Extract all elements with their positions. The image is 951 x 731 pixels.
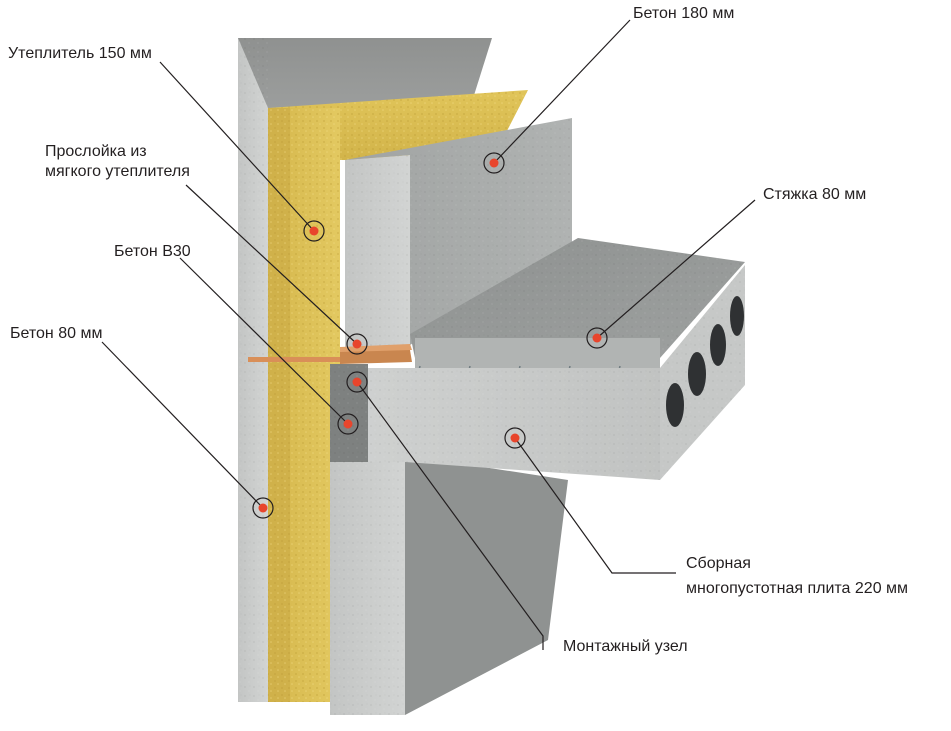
marker-mounting-node xyxy=(346,371,368,393)
marker-concrete-180 xyxy=(483,152,505,174)
outer-concrete-wall xyxy=(238,38,492,702)
screed-layer xyxy=(410,238,745,368)
label-insulation: Утеплитель 150 мм xyxy=(8,45,152,62)
inner-concrete-wall-180 xyxy=(345,118,572,352)
mounting-node-concrete xyxy=(330,364,368,462)
marker-insulation xyxy=(303,220,325,242)
leader-concrete-b30 xyxy=(179,257,349,425)
leader-concrete-80 xyxy=(101,341,264,509)
leader-concrete-180 xyxy=(493,19,631,164)
text-labels: Утеплитель 150 мм Прослойка из мягкого у… xyxy=(8,5,908,655)
label-screed: Стяжка 80 мм xyxy=(763,186,866,203)
label-slab-line1: Сборная xyxy=(686,555,751,572)
label-soft-layer-line1: Прослойка из xyxy=(45,143,147,160)
callout-markers xyxy=(252,152,608,519)
inner-wall-lower xyxy=(330,455,568,715)
leader-slab xyxy=(514,437,676,574)
leader-lines xyxy=(101,19,756,650)
leader-soft-layer xyxy=(185,184,358,345)
label-mounting-node: Монтажный узел xyxy=(563,638,688,655)
label-concrete-80: Бетон 80 мм xyxy=(10,325,102,342)
leader-mounting-node xyxy=(356,381,544,650)
leader-insulation xyxy=(159,61,315,232)
marker-soft-layer xyxy=(346,333,368,355)
label-concrete-180: Бетон 180 мм xyxy=(633,5,734,22)
label-slab-line2: многопустотная плита 220 мм xyxy=(686,580,908,597)
marker-slab xyxy=(504,427,526,449)
leader-screed xyxy=(596,199,756,339)
marker-concrete-80 xyxy=(252,497,274,519)
slab-hollow-cores xyxy=(666,296,744,427)
marker-concrete-b30 xyxy=(337,413,359,435)
marker-screed xyxy=(586,327,608,349)
label-concrete-b30: Бетон В30 xyxy=(114,243,191,260)
label-soft-layer-line2: мягкого утеплителя xyxy=(45,163,190,180)
